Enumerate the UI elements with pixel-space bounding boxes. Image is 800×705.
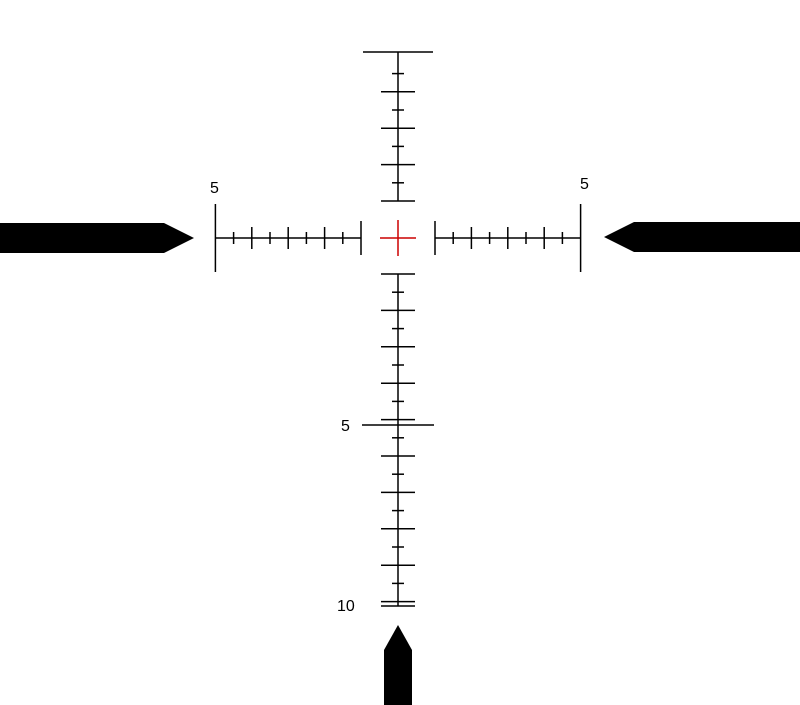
center-cross (380, 220, 416, 256)
lower-end-label: 10 (337, 598, 355, 615)
right-post (604, 222, 800, 252)
bottom-post (384, 625, 412, 705)
left-post (0, 223, 194, 253)
right-end-label: 5 (580, 176, 589, 193)
left-end-label: 5 (210, 180, 219, 197)
lower-mid-label: 5 (341, 418, 350, 435)
reticle-ticks (214, 51, 582, 607)
